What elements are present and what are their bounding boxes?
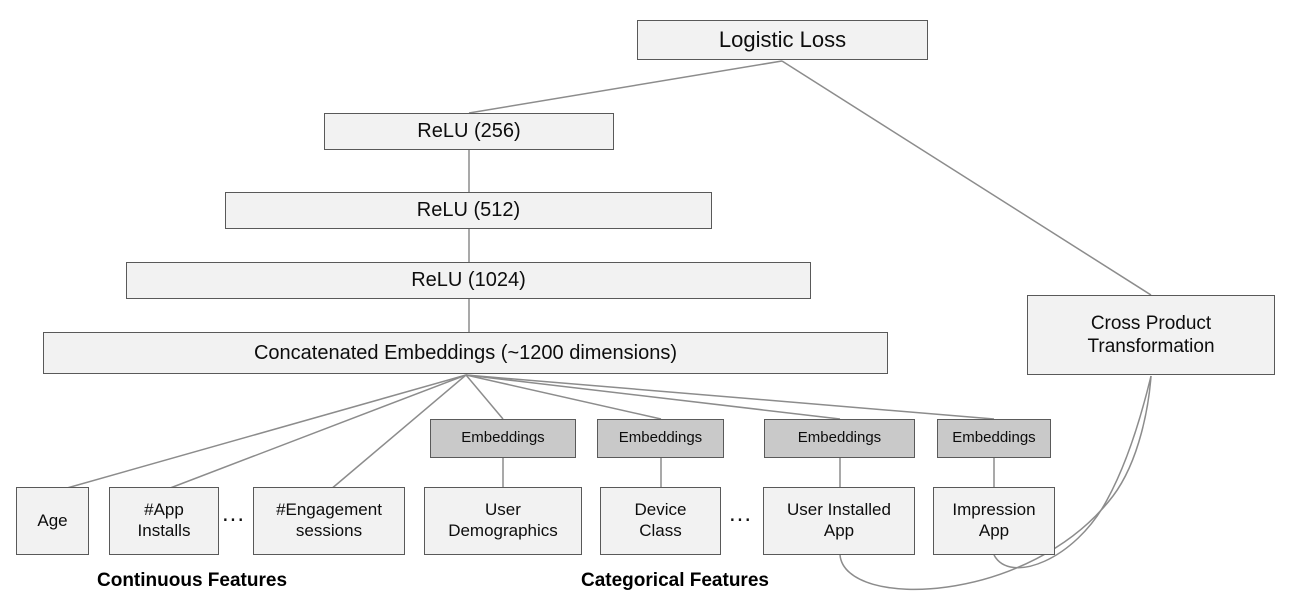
edge-concat-to-embeddings-2 — [465, 374, 662, 420]
node-concatenated-embeddings[interactable]: Concatenated Embeddings (~1200 dimension… — [43, 332, 888, 374]
node-embeddings-user-demographics[interactable]: Embeddings — [430, 419, 576, 458]
edge-loss-to-relu256 — [468, 60, 783, 114]
edge-concat-to-app-installs — [164, 374, 467, 491]
node-feature-app-installs[interactable]: #App Installs — [109, 487, 219, 555]
edge-concat-to-embeddings-1 — [465, 374, 504, 420]
node-cross-product-transformation[interactable]: Cross Product Transformation — [1027, 295, 1275, 375]
edge-concat-to-engagement — [329, 374, 467, 491]
node-logistic-loss[interactable]: Logistic Loss — [637, 20, 928, 60]
label-categorical-features: Categorical Features — [581, 570, 769, 591]
node-relu-512[interactable]: ReLU (512) — [225, 192, 712, 229]
node-feature-age[interactable]: Age — [16, 487, 89, 555]
node-embeddings-user-installed-app[interactable]: Embeddings — [764, 419, 915, 458]
node-embeddings-impression-app[interactable]: Embeddings — [937, 419, 1051, 458]
node-embeddings-device-class[interactable]: Embeddings — [597, 419, 724, 458]
node-feature-impression-app[interactable]: Impression App — [933, 487, 1055, 555]
edge-loss-to-crossproduct — [781, 60, 1152, 296]
edge-concat-to-embeddings-4 — [465, 374, 995, 420]
node-feature-device-class[interactable]: Device Class — [600, 487, 721, 555]
node-relu-1024[interactable]: ReLU (1024) — [126, 262, 811, 299]
edge-user-installed-app-to-crossproduct — [839, 375, 1152, 591]
node-feature-user-installed-app[interactable]: User Installed App — [763, 487, 915, 555]
node-relu-256[interactable]: ReLU (256) — [324, 113, 614, 150]
label-continuous-features: Continuous Features — [97, 570, 288, 591]
edge-concat-to-age — [59, 374, 467, 491]
node-feature-user-demographics[interactable]: User Demographics — [424, 487, 582, 555]
ellipsis-categorical-features: ... — [729, 500, 753, 527]
ellipsis-continuous-features: ... — [222, 500, 246, 527]
edge-concat-to-embeddings-3 — [465, 374, 841, 420]
node-feature-engagement-sessions[interactable]: #Engagement sessions — [253, 487, 405, 555]
edge-impression-app-to-crossproduct — [993, 375, 1152, 569]
